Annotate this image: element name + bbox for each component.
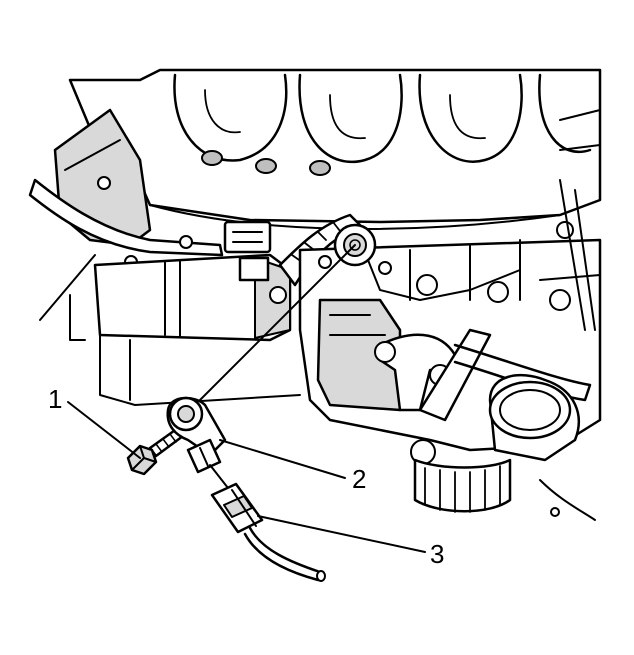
left-bracket [28, 108, 224, 341]
electrical-connector [210, 482, 326, 582]
leader-2 [219, 439, 346, 479]
oil-filter [413, 373, 596, 521]
leader-3 [257, 515, 426, 553]
leader-1 [67, 401, 141, 459]
callout-label-3: 3 [430, 539, 444, 569]
callout-label-1: 1 [48, 384, 62, 414]
callout-leaders [67, 401, 426, 553]
knock-sensor [166, 396, 229, 489]
manifold [68, 68, 602, 230]
callout-label-2: 2 [352, 464, 366, 494]
bolt [126, 426, 185, 476]
alignment-line [181, 244, 356, 419]
